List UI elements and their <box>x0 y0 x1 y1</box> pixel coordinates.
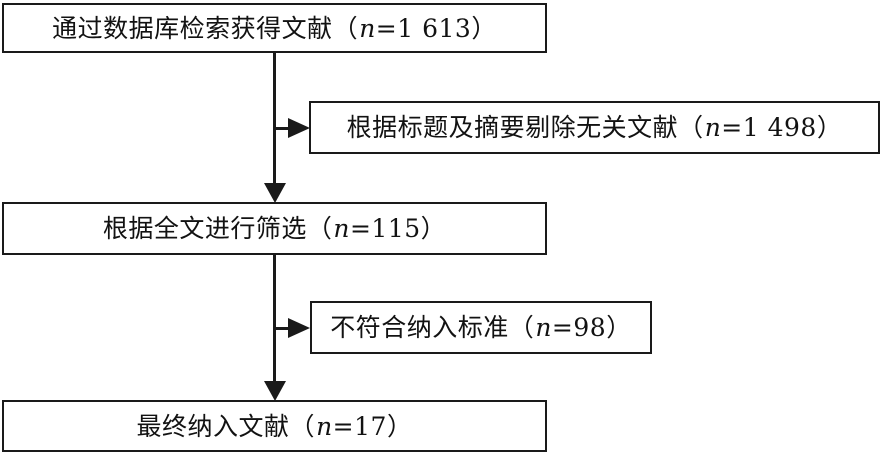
n-symbol: n <box>704 113 722 142</box>
n-symbol: n <box>333 214 350 243</box>
node-excluded-title-abstract-label: 根据标题及摘要剔除无关文献（n=1 498） <box>346 113 843 142</box>
equals-sign: = <box>551 313 574 342</box>
connector-stage2-vertical-line <box>273 255 276 383</box>
node-excluded-criteria-label: 不符合纳入标准（n=98） <box>330 313 632 342</box>
node-fulltext-screening-count: 115 <box>371 214 421 243</box>
connector-stage1-branch-line <box>274 127 296 130</box>
open-paren: （ <box>306 214 333 243</box>
equals-sign: = <box>332 411 355 441</box>
n-symbol: n <box>316 411 333 441</box>
node-fulltext-screening-label: 根据全文进行筛选（n=115） <box>102 214 447 243</box>
node-excluded-criteria-count: 98 <box>573 313 607 342</box>
node-excluded-title-abstract: 根据标题及摘要剔除无关文献（n=1 498） <box>309 101 880 154</box>
equals-sign: = <box>349 214 372 243</box>
node-fulltext-screening: 根据全文进行筛选（n=115） <box>2 202 547 255</box>
close-paren: ） <box>420 214 447 243</box>
close-paren: ） <box>471 13 497 43</box>
node-identification: 通过数据库检索获得文献（n=1 613） <box>2 3 547 53</box>
n-symbol: n <box>359 13 376 43</box>
equals-sign: = <box>721 113 743 142</box>
open-paren: （ <box>678 113 704 142</box>
open-paren: （ <box>289 411 316 441</box>
connector-stage1-arrowhead-down-icon <box>263 183 286 203</box>
connector-stage2-branch-line <box>274 327 296 330</box>
close-paren: ） <box>816 113 843 142</box>
node-included: 最终纳入文献（n=17） <box>2 400 547 452</box>
node-included-label: 最终纳入文献（n=17） <box>136 411 413 441</box>
node-identification-label: 通过数据库检索获得文献（n=1 613） <box>52 13 497 43</box>
node-identification-count: 1 613 <box>397 13 472 43</box>
connector-stage1-arrowhead-right-icon <box>288 118 310 138</box>
n-symbol: n <box>535 313 552 342</box>
close-paren: ） <box>606 313 632 342</box>
node-excluded-title-abstract-count: 1 498 <box>742 113 817 142</box>
equals-sign: = <box>375 13 398 43</box>
node-excluded-criteria: 不符合纳入标准（n=98） <box>310 301 652 354</box>
open-paren: （ <box>508 313 535 342</box>
close-paren: ） <box>386 411 413 441</box>
connector-stage2-arrowhead-down-icon <box>263 381 286 401</box>
connector-stage1-vertical-line <box>273 53 276 185</box>
node-included-count: 17 <box>354 411 387 441</box>
open-paren: （ <box>332 13 359 43</box>
connector-stage2-arrowhead-right-icon <box>288 318 310 338</box>
